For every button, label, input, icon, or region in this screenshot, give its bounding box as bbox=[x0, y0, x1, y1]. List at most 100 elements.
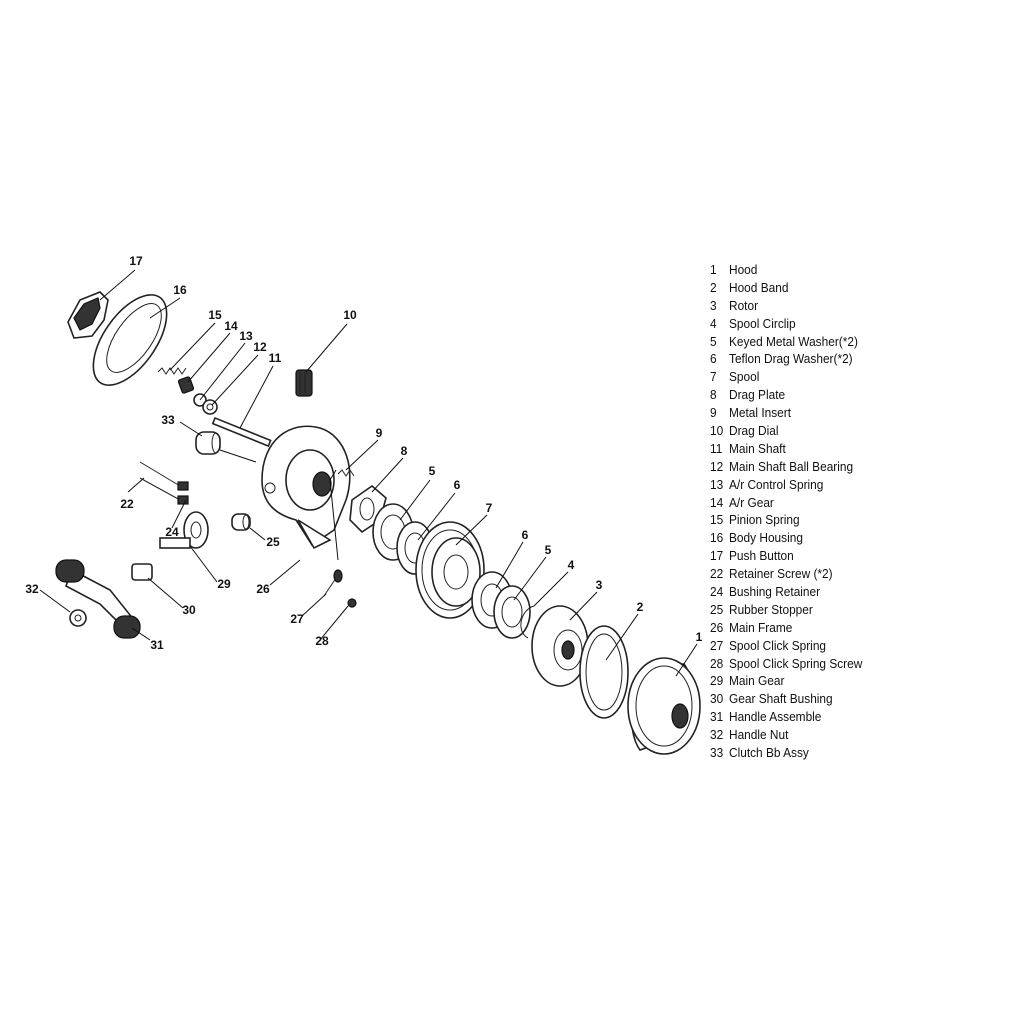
callout-9: 9 bbox=[376, 426, 383, 440]
legend-item-name: Spool Click Spring bbox=[729, 638, 827, 653]
legend-item-number: 27 bbox=[710, 638, 724, 653]
legend-item-number: 12 bbox=[710, 459, 724, 474]
legend-item-number: 17 bbox=[710, 549, 724, 564]
part-spool-click-spring-screw bbox=[347, 598, 357, 608]
legend-item-name: Main Frame bbox=[729, 620, 793, 635]
legend-item-name: Drag Dial bbox=[729, 424, 779, 439]
part-hood-band bbox=[579, 625, 629, 719]
legend-item-name: Metal Insert bbox=[729, 406, 792, 421]
legend-item-name: Main Shaft Ball Bearing bbox=[729, 459, 854, 474]
legend-item: 10 Drag Dial bbox=[710, 423, 995, 441]
part-push-button bbox=[67, 291, 109, 339]
legend-item-name: Push Button bbox=[729, 549, 794, 564]
part-pinion-spring bbox=[157, 367, 187, 375]
callout-15: 15 bbox=[208, 308, 222, 322]
legend-item-name: Handle Assemble bbox=[729, 710, 822, 725]
legend-item-number: 6 bbox=[710, 352, 717, 367]
legend-item-number: 29 bbox=[710, 674, 724, 689]
legend-item-number: 1 bbox=[710, 263, 717, 277]
part-keyed-metal-washer-2 bbox=[493, 585, 531, 639]
legend-item: 6 Teflon Drag Washer(*2) bbox=[710, 351, 995, 369]
callout-5b: 5 bbox=[429, 464, 436, 478]
legend-item-name: Rotor bbox=[729, 298, 759, 313]
part-body-housing bbox=[92, 294, 168, 386]
callout-13: 13 bbox=[239, 329, 253, 343]
part-main-shaft bbox=[211, 416, 272, 448]
legend-item-number: 14 bbox=[710, 495, 724, 510]
legend-item-name: Retainer Screw (*2) bbox=[729, 567, 833, 582]
callout-26: 26 bbox=[256, 582, 270, 596]
legend-item-number: 5 bbox=[710, 334, 717, 349]
legend-item-name: Pinion Spring bbox=[729, 513, 800, 528]
legend-item: 12 Main Shaft Ball Bearing bbox=[710, 459, 995, 477]
legend-item-number: 3 bbox=[710, 298, 717, 313]
legend-item-number: 11 bbox=[710, 441, 723, 456]
callout-25: 25 bbox=[266, 535, 280, 549]
part-drag-dial bbox=[295, 369, 313, 397]
callout-32: 32 bbox=[25, 582, 39, 596]
legend-item-number: 31 bbox=[710, 710, 724, 725]
part-spool bbox=[415, 521, 485, 619]
callout-4: 4 bbox=[568, 558, 575, 572]
part-main-frame bbox=[261, 425, 351, 550]
legend-item-name: Hood Band bbox=[729, 280, 789, 295]
legend-item-number: 9 bbox=[710, 406, 717, 421]
legend-item-name: Hood bbox=[729, 263, 758, 277]
legend-item: 15 Pinion Spring bbox=[710, 512, 995, 530]
legend-item: 17 Push Button bbox=[710, 548, 995, 566]
callout-17: 17 bbox=[129, 254, 143, 268]
part-gear-shaft-bushing bbox=[131, 563, 153, 581]
legend-item-number: 26 bbox=[710, 620, 724, 635]
callout-14: 14 bbox=[224, 319, 238, 333]
leader-lines bbox=[39, 269, 698, 677]
part-main-gear bbox=[159, 537, 191, 549]
legend-item: 3 Rotor bbox=[710, 298, 995, 316]
callout-24: 24 bbox=[165, 525, 179, 539]
legend-item-number: 15 bbox=[710, 513, 724, 528]
legend-item: 5 Keyed Metal Washer(*2) bbox=[710, 334, 995, 352]
legend-item-name: Teflon Drag Washer(*2) bbox=[729, 352, 853, 367]
legend-item-name: Drag Plate bbox=[729, 388, 786, 403]
legend-item-number: 10 bbox=[710, 424, 724, 439]
part-handle-assemble bbox=[55, 559, 141, 639]
legend-item-number: 33 bbox=[710, 746, 724, 761]
legend-item-name: Rubber Stopper bbox=[729, 602, 813, 617]
callout-11: 11 bbox=[269, 351, 282, 365]
legend-item: 7 Spool bbox=[710, 369, 995, 387]
legend-item-number: 2 bbox=[710, 280, 717, 295]
legend-item-number: 7 bbox=[710, 370, 717, 385]
callout-6: 6 bbox=[522, 528, 529, 542]
legend-item-name: Body Housing bbox=[729, 531, 803, 546]
legend-item-name: Spool bbox=[729, 370, 760, 385]
callout-10: 10 bbox=[343, 308, 357, 322]
callout-16: 16 bbox=[173, 283, 187, 297]
legend-item: 1 Hood bbox=[710, 262, 995, 280]
part-handle-nut bbox=[69, 609, 87, 627]
legend-item: 29 Main Gear bbox=[710, 673, 995, 691]
part-rubber-stopper bbox=[231, 513, 251, 531]
legend-item-name: Clutch Bb Assy bbox=[729, 746, 809, 761]
legend-item-number: 24 bbox=[710, 585, 724, 600]
callout-7: 7 bbox=[486, 501, 493, 515]
legend-item-name: Main Gear bbox=[729, 674, 785, 689]
legend-item-number: 30 bbox=[710, 692, 724, 707]
callout-12: 12 bbox=[253, 340, 267, 354]
legend-item-name: Spool Circlip bbox=[729, 316, 796, 331]
legend-item-number: 25 bbox=[710, 602, 724, 617]
legend-item-number: 16 bbox=[710, 531, 724, 546]
legend-item: 27 Spool Click Spring bbox=[710, 638, 995, 656]
callout-22: 22 bbox=[120, 497, 134, 511]
part-retainer-screws bbox=[139, 461, 189, 505]
legend-item: 16 Body Housing bbox=[710, 530, 995, 548]
callout-33: 33 bbox=[161, 413, 175, 427]
callout-8: 8 bbox=[401, 444, 408, 458]
legend-item: 25 Rubber Stopper bbox=[710, 602, 995, 620]
legend-item-name: Keyed Metal Washer(*2) bbox=[729, 334, 858, 349]
